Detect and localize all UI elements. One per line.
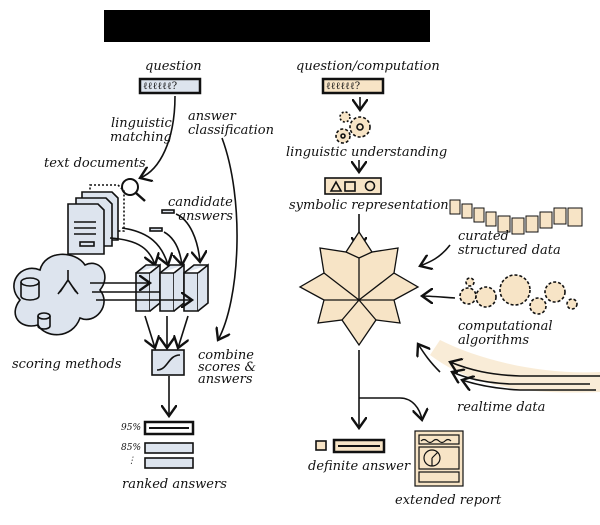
candidate-answers-label: candidate answers xyxy=(168,195,233,224)
rank-pct-2: 85% xyxy=(121,443,142,453)
right-question-box xyxy=(321,77,385,95)
left-question-glyph: ℓℓℓℓℓℓ? xyxy=(143,81,178,92)
arrow-question-to-search xyxy=(140,95,176,178)
gears-icon xyxy=(335,111,371,144)
definite-answer-label: definite answer xyxy=(308,459,411,474)
right-question-glyph: ℓℓℓℓℓℓ? xyxy=(326,81,361,92)
answer-classification-label: answer classification xyxy=(188,109,274,138)
redacted-title-bar xyxy=(104,10,430,42)
left-question-label: question xyxy=(145,59,202,74)
symbolic-representation-label: symbolic representation xyxy=(289,198,449,213)
ranked-answers-label: ranked answers xyxy=(122,477,227,492)
linguistic-matching-label: linguistic matching xyxy=(110,116,172,145)
wolfram-star-icon xyxy=(298,230,420,347)
scoring-methods-cloud xyxy=(13,253,106,336)
realtime-data-label: realtime data xyxy=(457,400,546,415)
rank-pct-more: ⋮ xyxy=(127,456,136,466)
left-question-box xyxy=(138,77,202,95)
rank-bar-3 xyxy=(144,457,194,469)
computational-algorithms-label: computational algorithms xyxy=(458,319,553,348)
right-question-label: question/computation xyxy=(296,59,440,74)
magnifier-icon xyxy=(121,178,139,196)
extended-report-label: extended report xyxy=(395,493,502,508)
extended-report-icon xyxy=(414,430,464,487)
text-documents-label: text documents xyxy=(44,156,146,171)
scoring-methods-label: scoring methods xyxy=(12,357,122,372)
rank-bar-2 xyxy=(144,442,194,454)
answer-icon xyxy=(315,440,327,451)
text-documents-icon xyxy=(67,184,125,255)
algorithm-gears-icon xyxy=(459,274,578,315)
rank-pct-1: 95% xyxy=(121,423,142,433)
combine-label: combine scores & answers xyxy=(198,348,257,387)
realtime-stream xyxy=(430,340,600,393)
curated-data-label: curated structured data xyxy=(458,229,561,258)
linguistic-understanding-label: linguistic understanding xyxy=(286,145,448,160)
scoring-servers-icon xyxy=(135,263,209,312)
curated-data-icon xyxy=(449,199,583,235)
